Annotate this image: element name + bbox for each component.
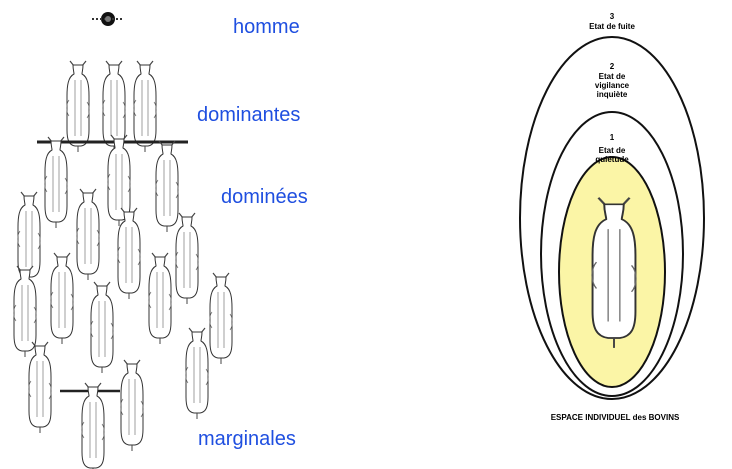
cow-dominant-1 bbox=[67, 61, 90, 152]
cow-dominee bbox=[29, 342, 52, 433]
cow-marginal bbox=[82, 383, 105, 469]
human-figure-icon bbox=[92, 12, 124, 26]
zone2-label: Etat de vigilance inquiète bbox=[542, 72, 682, 99]
zone1-label: Etat de quiétude bbox=[542, 146, 682, 164]
cow-dominee bbox=[149, 253, 172, 344]
zone3-label: Etat de fuite bbox=[542, 22, 682, 31]
cow-dominant-3 bbox=[134, 61, 157, 152]
cow-dominee bbox=[91, 282, 114, 373]
cow-dominee bbox=[176, 213, 199, 304]
zone2-number: 2 bbox=[542, 62, 682, 71]
label-dominantes: dominantes bbox=[197, 104, 300, 127]
cow-dominee bbox=[51, 253, 74, 344]
cow-dominee bbox=[118, 208, 141, 299]
cow-dominee bbox=[77, 189, 100, 280]
cow-dominee bbox=[186, 328, 209, 419]
cow-dominee bbox=[121, 360, 144, 451]
cow-dominee bbox=[18, 192, 41, 283]
label-marginales: marginales bbox=[198, 428, 296, 451]
cow-dominee bbox=[45, 137, 68, 228]
cow-dominee bbox=[210, 273, 233, 364]
cow-dominee bbox=[156, 141, 179, 232]
label-homme: homme bbox=[233, 16, 300, 39]
diagram-caption: ESPACE INDIVIDUEL des BOVINS bbox=[500, 413, 730, 422]
label-dominees: dominées bbox=[221, 186, 308, 209]
zone1-number: 1 bbox=[542, 133, 682, 142]
zone3-number: 3 bbox=[542, 12, 682, 21]
